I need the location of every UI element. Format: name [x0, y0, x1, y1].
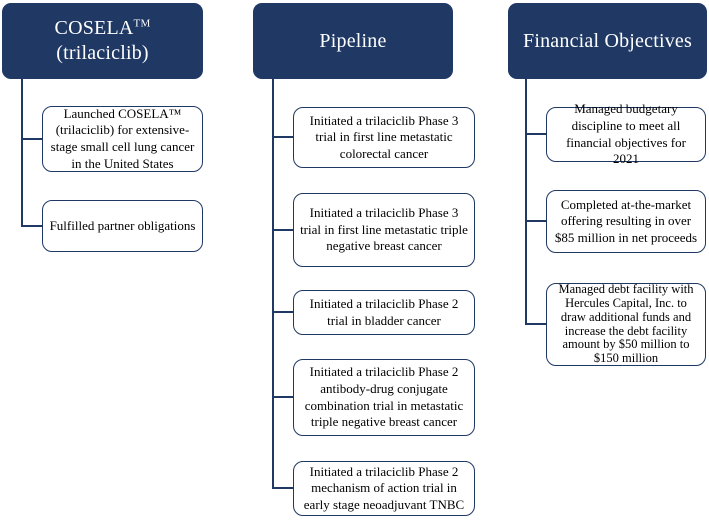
- connector-branch-line: [21, 138, 42, 140]
- column-header-cosela: COSELATM (trilaciclib): [2, 3, 203, 79]
- connector-branch-line: [272, 487, 293, 489]
- item-box-debt-facility: Managed debt facility with Hercules Capi…: [546, 282, 706, 366]
- item-text: Managed debt facility with Hercules Capi…: [558, 282, 694, 365]
- item-box-cosela-launch: Launched COSELA™ (trilaciclib) for exten…: [42, 106, 203, 172]
- column-header-financial-objectives: Financial Objectives: [508, 3, 707, 79]
- item-box-partner-obligations: Fulfilled partner obligations: [42, 200, 203, 252]
- item-box-phase3-colorectal: Initiated a trilaciclib Phase 3 trial in…: [293, 107, 475, 168]
- item-text: Initiated a trilaciclib Phase 2 antibody…: [304, 364, 464, 430]
- item-text: Launched COSELA™ (trilaciclib) for exten…: [50, 105, 195, 171]
- connector-branch-line: [272, 229, 293, 231]
- item-box-phase2-mechanism: Initiated a trilaciclib Phase 2 mechanis…: [293, 461, 475, 516]
- item-text: Initiated a trilaciclib Phase 2 trial in…: [309, 295, 459, 328]
- connector-branch-line: [525, 133, 546, 135]
- connector-branch-line: [525, 323, 546, 325]
- connector-branch-line: [21, 225, 42, 227]
- item-text: Fulfilled partner obligations: [49, 217, 196, 233]
- connector-branch-line: [525, 220, 546, 222]
- item-box-atm-offering: Completed at-the-market offering resulti…: [546, 190, 706, 253]
- connector-vertical-line: [21, 78, 23, 227]
- connector-branch-line: [272, 311, 293, 313]
- header-title-line2: (trilaciclib): [56, 42, 149, 64]
- item-text: Managed budgetary discipline to meet all…: [566, 101, 686, 167]
- connector-branch-line: [272, 396, 293, 398]
- header-title-line1: Financial Objectives: [523, 29, 692, 52]
- item-box-phase2-adc-combination: Initiated a trilaciclib Phase 2 antibody…: [293, 359, 475, 436]
- item-box-phase3-tnbc: Initiated a trilaciclib Phase 3 trial in…: [293, 193, 475, 267]
- column-header-pipeline: Pipeline: [253, 3, 453, 79]
- item-text: Completed at-the-market offering resulti…: [554, 196, 698, 245]
- connector-vertical-line: [525, 78, 527, 324]
- header-title-line1: COSELATM: [54, 17, 151, 39]
- item-text: Initiated a trilaciclib Phase 3 trial in…: [300, 205, 468, 254]
- connector-vertical-line: [272, 78, 274, 489]
- item-text: Initiated a trilaciclib Phase 3 trial in…: [309, 112, 459, 161]
- trademark-superscript: TM: [133, 17, 151, 30]
- connector-branch-line: [272, 136, 293, 138]
- item-box-budgetary-discipline: Managed budgetary discipline to meet all…: [546, 101, 706, 166]
- item-text: Initiated a trilaciclib Phase 2 mechanis…: [303, 463, 465, 512]
- header-title-line1: Pipeline: [319, 29, 387, 52]
- item-box-phase2-bladder: Initiated a trilaciclib Phase 2 trial in…: [293, 290, 475, 335]
